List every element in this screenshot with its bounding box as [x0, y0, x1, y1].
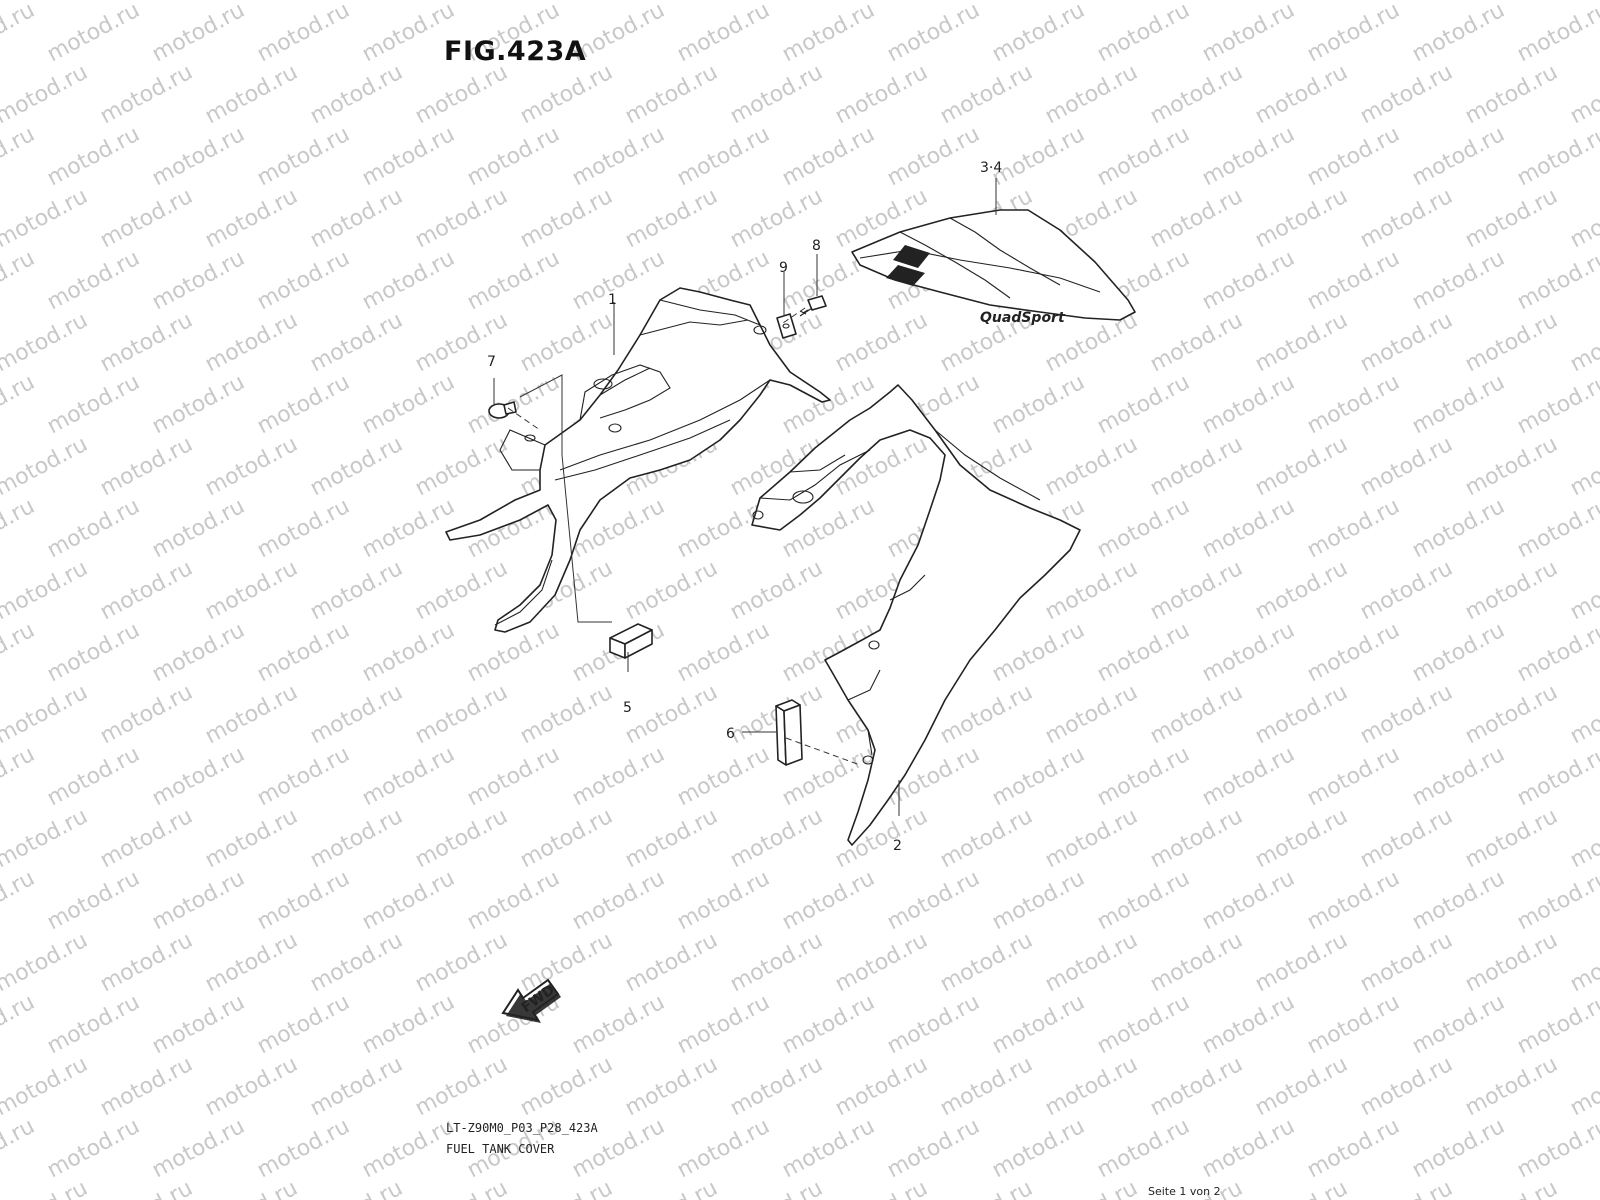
part-3-4-top-cover: QuadSport [851, 209, 1136, 326]
model-code: LT-Z90M0_P03_P28_423A [446, 1121, 598, 1135]
decal-logo-text: QuadSport [980, 310, 1066, 326]
section-name: FUEL TANK COVER [446, 1142, 555, 1156]
callout-9: 9 [779, 260, 788, 276]
callout-6: 6 [726, 726, 735, 742]
callout-8: 8 [812, 238, 821, 254]
callout-1: 1 [608, 292, 617, 308]
callout-5: 5 [623, 700, 632, 716]
page-indicator: Seite 1 von 2 [1148, 1185, 1221, 1198]
callout-3-4: 3·4 [980, 160, 1002, 176]
figure-title: FIG.423A [444, 36, 587, 67]
part-8-screw [799, 295, 827, 317]
part-5-cushion [609, 623, 653, 659]
part-2-side-cover [751, 384, 1081, 846]
part-1-inner-cover [445, 287, 831, 633]
callout-2: 2 [893, 838, 902, 854]
part-9-nut-clip [776, 313, 797, 339]
callout-7: 7 [487, 354, 496, 370]
leader-lines [493, 178, 997, 816]
callout-labels: 1 2 3·4 5 6 7 8 9 [487, 160, 1002, 854]
part-7-clip [488, 401, 517, 419]
part-6-cushion-strip [775, 699, 803, 766]
fwd-arrow-icon: FWD [501, 978, 561, 1023]
